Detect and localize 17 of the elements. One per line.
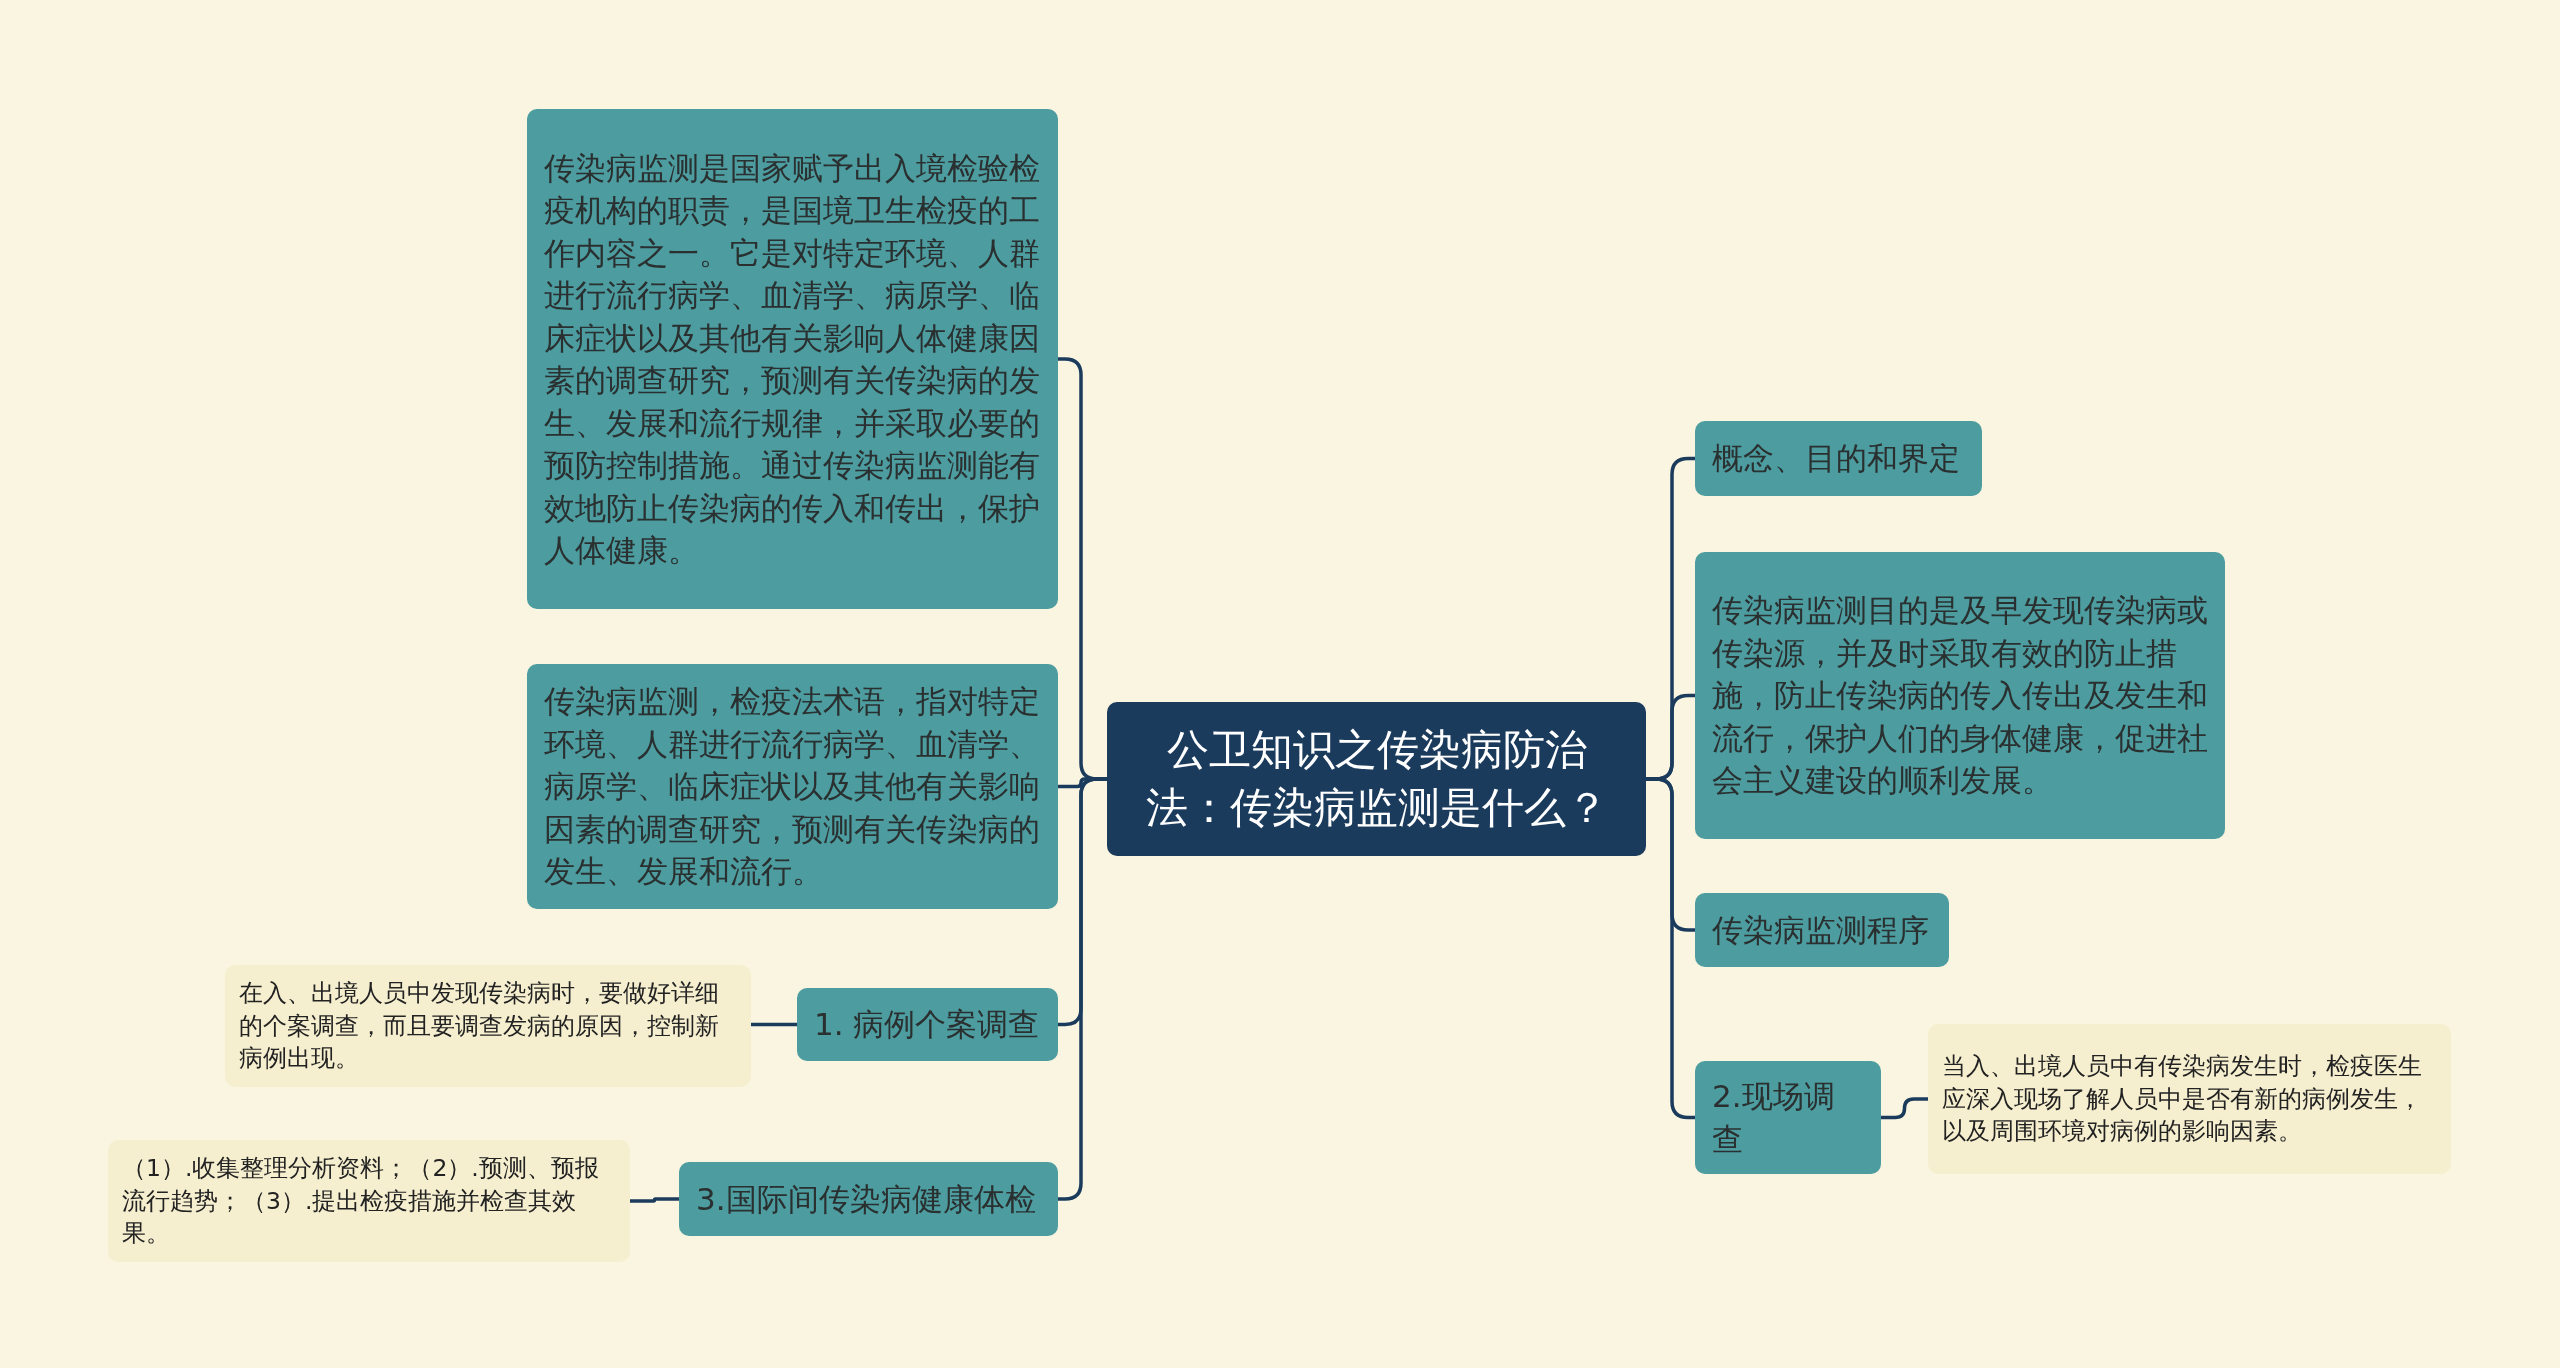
topic-box: 2.现场调查 (1695, 1061, 1881, 1174)
connector-line (751, 1022, 797, 1027)
connector-line (630, 1197, 679, 1203)
note-box: 当入、出境人员中有传染病发生时，检疫医生应深入现场了解人员中是否有新的病例发生，以及周围环境对病例的影响因素。 (1928, 1024, 2451, 1174)
topic-box: 传染病监测程序 (1695, 893, 1949, 967)
connector-line (1646, 777, 1695, 1120)
topic-box: 概念、目的和界定 (1695, 421, 1982, 496)
connector-line (1058, 777, 1107, 1201)
topic-box: 3.国际间传染病健康体检 (679, 1162, 1058, 1236)
topic-box: 传染病监测目的是及早发现传染病或传染源，并及时采取有效的防止措施，防止传染病的传入传出及发生和流行，保护人们的身体健康，促进社会主义建设的顺利发展。 (1695, 552, 2225, 839)
connector-line (1881, 1097, 1928, 1120)
note-box: 在入、出境人员中发现传染病时，要做好详细的个案调查，而且要调查发病的原因，控制新病例出现。 (225, 965, 751, 1087)
topic-box: 传染病监测，检疫法术语，指对特定环境、人群进行流行病学、血清学、病原学、临床症状以及其他有关影响因素的调查研究，预测有关传染病的发生、发展和流行。 (527, 664, 1058, 909)
topic-box: 1. 病例个案调查 (797, 988, 1058, 1061)
note-box: （1）.收集整理分析资料；（2）.预测、预报流行趋势；（3）.提出检疫措施并检查其效果。 (108, 1140, 630, 1262)
topic-box: 传染病监测是国家赋予出入境检验检疫机构的职责，是国境卫生检疫的工作内容之一。它是对特定环境、人群进行流行病学、血清学、病原学、临床症状以及其他有关影响人体健康因素的调查研究，预测有关传染病的发生、发展和流行规律，并采取必要的预防控制措施。通过传染病监测能有效地防止传染病的传入和传出，保护人体健康。 (527, 109, 1058, 609)
central-topic-box: 公卫知识之传染病防治法：传染病监测是什么？ (1107, 702, 1646, 856)
